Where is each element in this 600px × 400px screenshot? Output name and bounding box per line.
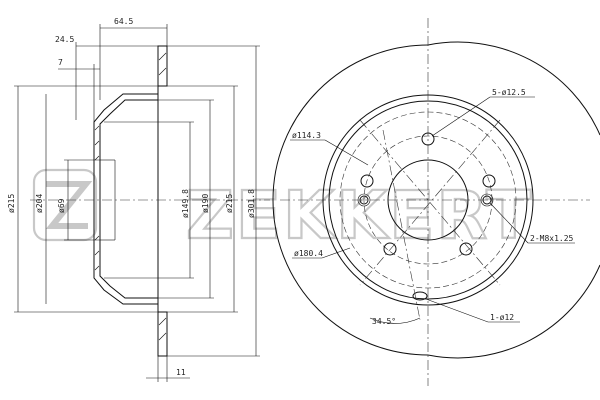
label-threaded: 2-M8x1.25 bbox=[530, 234, 574, 243]
dim-hub-thickness: 7 bbox=[58, 58, 63, 67]
dim-disc-thickness: 11 bbox=[176, 368, 186, 377]
dim-offset: 24.5 bbox=[55, 35, 74, 44]
leader-bolt-holes bbox=[431, 96, 491, 137]
front-angle-ref bbox=[382, 129, 421, 321]
dim-d-190: ø190 bbox=[201, 194, 210, 213]
leader-pcd bbox=[324, 139, 369, 166]
dim-d-69: ø69 bbox=[57, 198, 66, 213]
dim-top-width: 64.5 bbox=[114, 17, 133, 26]
side-view: 64.5 24.5 7 ø215 ø204 ø69 ø149.8 ø190 ø2… bbox=[7, 17, 270, 382]
leader-inner-ring bbox=[321, 247, 351, 259]
dim-d-149-8: ø149.8 bbox=[181, 189, 190, 218]
bolt-hole-4 bbox=[383, 242, 397, 256]
disc-outer-edge-right-bottom bbox=[427, 264, 600, 359]
bolt-hole-3 bbox=[482, 174, 496, 188]
label-inner-ring: ø180.4 bbox=[294, 249, 323, 258]
disc-outer-edge bbox=[272, 44, 429, 356]
section-hatching bbox=[94, 52, 167, 341]
disc-outer-edge-right bbox=[427, 41, 600, 136]
dim-d-301-8: ø301.8 bbox=[247, 189, 256, 218]
angle-arc bbox=[369, 317, 421, 324]
label-bolt-holes: 5-ø12.5 bbox=[492, 88, 526, 97]
dim-d-215-inner: ø215 bbox=[225, 194, 234, 213]
leader-locator bbox=[425, 298, 489, 323]
front-diag-center-b bbox=[359, 119, 501, 286]
watermark-logo: ZEKKERT bbox=[32, 168, 533, 255]
bolt-hole-2 bbox=[360, 174, 374, 188]
label-pcd: ø114.3 bbox=[292, 131, 321, 140]
dim-d-204: ø204 bbox=[35, 194, 44, 213]
label-locator: 1-ø12 bbox=[490, 313, 514, 322]
label-angle: 34.5° bbox=[372, 317, 396, 326]
dim-d-outer: ø215 bbox=[7, 194, 16, 213]
front-view: 5-ø12.5 ø114.3 2-M8x1.25 ø180.4 34.5° 1-… bbox=[272, 18, 600, 386]
leader-threaded bbox=[489, 202, 529, 244]
logo-z-mark bbox=[45, 181, 93, 229]
bolt-hole-5 bbox=[459, 242, 473, 256]
locator-hole bbox=[412, 291, 428, 301]
disc-profile-inner bbox=[99, 86, 159, 312]
disc-profile-outline bbox=[93, 45, 168, 357]
watermark-text: ZEKKERT bbox=[186, 177, 533, 254]
